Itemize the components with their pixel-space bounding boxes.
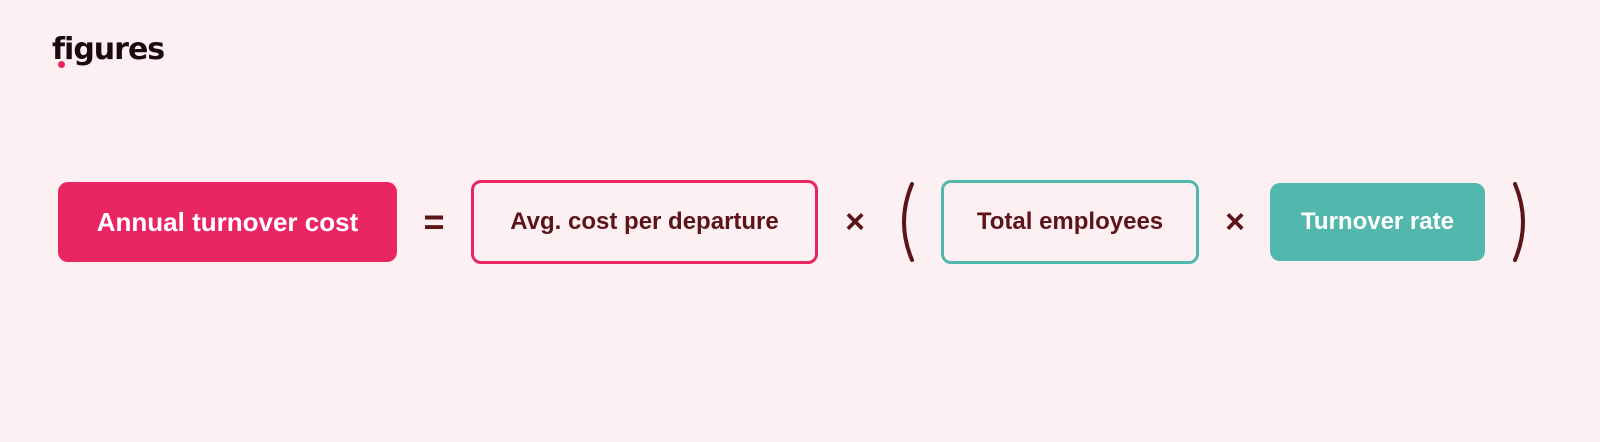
multiply-sign-2: ×	[1225, 202, 1245, 241]
result-box: Annual turnover cost	[58, 182, 397, 262]
logo-text: figures	[52, 32, 165, 67]
turnover-rate-box: Turnover rate	[1270, 183, 1485, 261]
logo-dot-icon	[58, 61, 65, 68]
equals-sign: =	[423, 201, 445, 242]
close-parenthesis	[1513, 182, 1525, 262]
total-employees-box: Total employees	[941, 180, 1199, 264]
multiply-sign-1: ×	[845, 202, 865, 241]
open-parenthesis	[902, 182, 914, 262]
figures-logo: figures	[52, 28, 165, 72]
avg-cost-box: Avg. cost per departure	[471, 180, 818, 264]
